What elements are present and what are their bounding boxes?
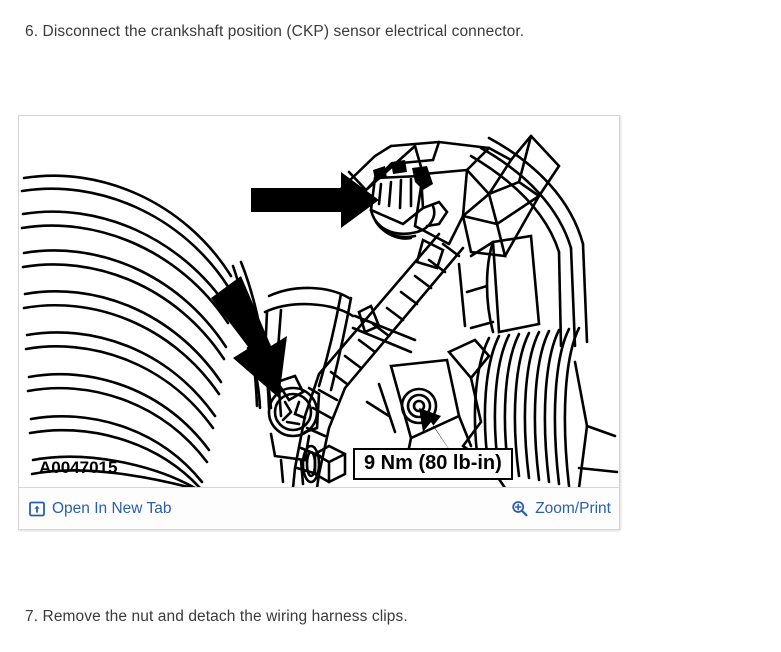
callout-arrow-diagonal: [211, 276, 287, 398]
callout-arrow-horizontal: [251, 172, 379, 228]
technical-line-drawing: [19, 116, 619, 488]
figure-panel: A0047015 9 Nm (80 lb-in) Open In New Tab: [18, 115, 620, 530]
open-in-new-tab-label: Open In New Tab: [52, 499, 172, 517]
zoom-print-label: Zoom/Print: [535, 499, 611, 517]
external-link-icon: [29, 501, 45, 517]
figure-toolbar: Open In New Tab Zoom/Print: [19, 487, 619, 529]
figure-id-label: A0047015: [39, 458, 118, 477]
figure-image-area: A0047015 9 Nm (80 lb-in): [19, 116, 619, 488]
zoom-print-button[interactable]: Zoom/Print: [511, 500, 611, 518]
instruction-step-6: 6. Disconnect the crankshaft position (C…: [25, 23, 525, 40]
leader-arrow-nut: [419, 408, 459, 464]
open-in-new-tab-button[interactable]: Open In New Tab: [29, 500, 171, 518]
torque-callout: 9 Nm (80 lb-in): [353, 448, 513, 480]
magnifier-plus-icon: [511, 500, 528, 517]
instruction-step-7: 7. Remove the nut and detach the wiring …: [25, 608, 408, 625]
